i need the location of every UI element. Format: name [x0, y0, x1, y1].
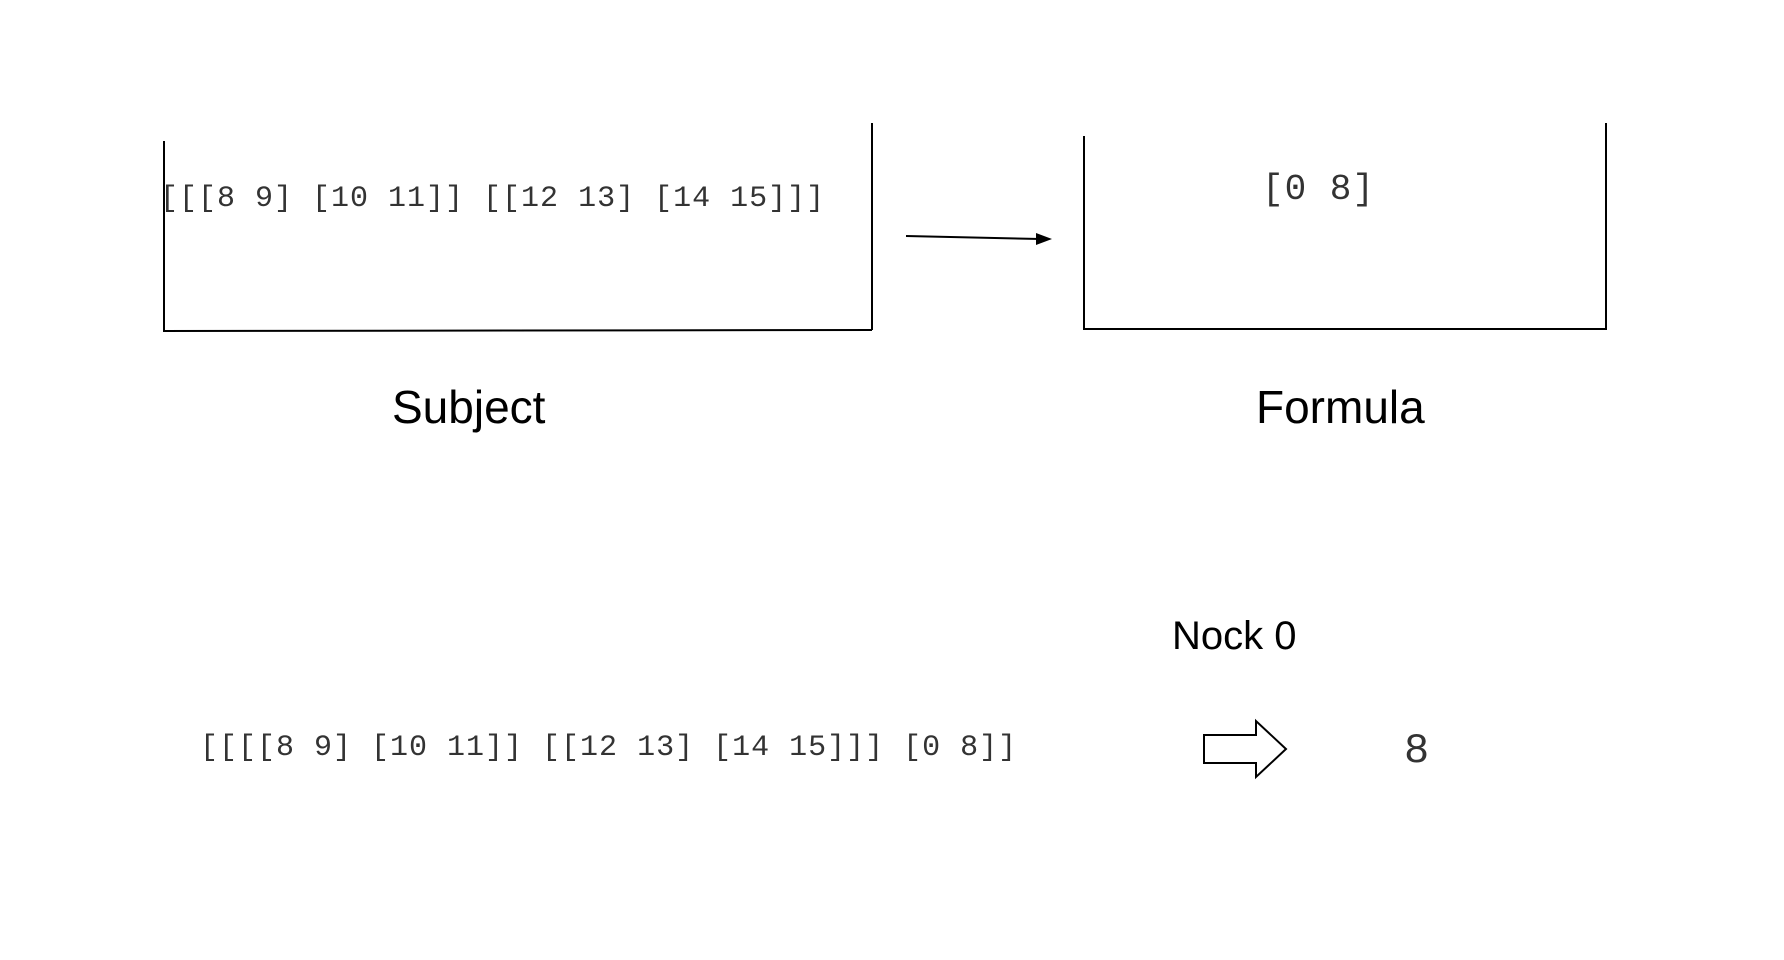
block-arrow-icon: [1203, 718, 1288, 780]
subject-container-floor: [163, 329, 873, 332]
evaluation-expression: [[[[8 9] [10 11]] [[12 13] [14 15]]] [0 …: [200, 731, 1018, 765]
subject-container: [163, 123, 873, 332]
operation-label: Nock 0: [1172, 614, 1297, 658]
subject-to-formula-arrow: [905, 233, 1052, 245]
subject-content: [[[8 9] [10 11]] [[12 13] [14 15]]]: [160, 182, 826, 216]
formula-container: [1083, 123, 1607, 330]
evaluation-result: 8: [1404, 727, 1431, 775]
formula-content: [0 8]: [1262, 169, 1376, 210]
subject-label: Subject: [392, 381, 546, 433]
formula-label: Formula: [1256, 381, 1425, 433]
